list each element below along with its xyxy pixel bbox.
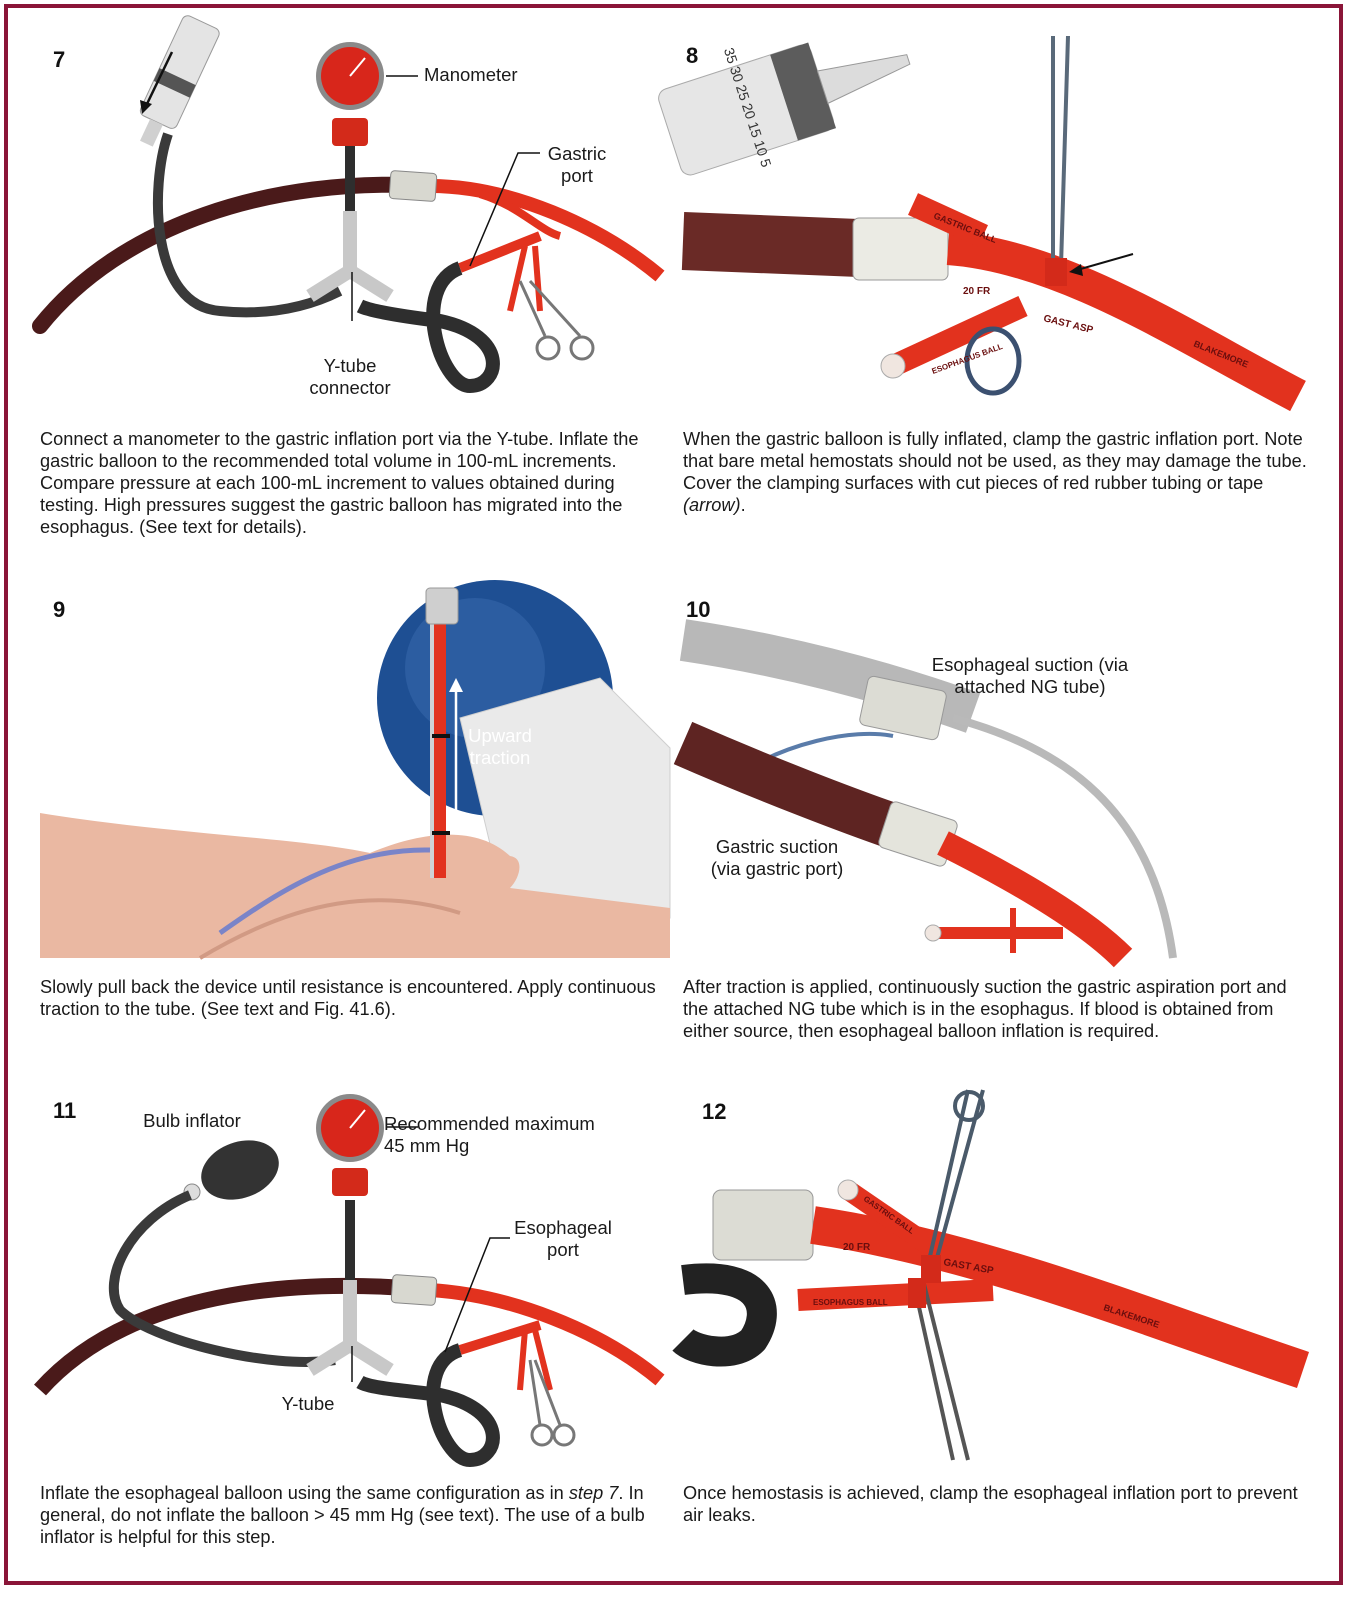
illustration-9 (40, 588, 670, 958)
label-esophageal-port: Esophageal port (508, 1217, 618, 1261)
marking-20fr: 20 FR (963, 286, 991, 297)
marking-20fr: 20 FR (843, 1242, 871, 1253)
label-recommended-maximum: Recommended maximum 45 mm Hg (384, 1113, 614, 1157)
label-manometer: Manometer (424, 64, 518, 86)
caption: Inflate the esophageal balloon using the… (40, 1482, 675, 1548)
label-upward-traction: Upward traction (460, 725, 540, 769)
marking-esophagus-ball: ESOPHAGUS BALL (813, 1298, 888, 1307)
caption: When the gastric balloon is fully inflat… (683, 428, 1313, 516)
label-bulb-inflator: Bulb inflator (142, 1110, 242, 1132)
label-gastric-suction: Gastric suction (via gastric port) (702, 836, 852, 880)
caption: After traction is applied, continuously … (683, 976, 1313, 1042)
label-esophageal-suction: Esophageal suction (via attached NG tube… (905, 654, 1155, 698)
illustration-12: 20 FR GAST ASP GASTRIC BALL ESOPHAGUS BA… (683, 1090, 1313, 1465)
caption: Connect a manometer to the gastric infla… (40, 428, 670, 538)
illustration-7 (40, 36, 670, 408)
illustration-10 (683, 588, 1313, 958)
caption: Slowly pull back the device until resist… (40, 976, 670, 1020)
illustration-8: 35 30 25 20 15 10 5 20 FR GAST ASP GASTR… (683, 36, 1313, 414)
label-y-tube-connector: Y-tube connector (300, 355, 400, 399)
label-y-tube: Y-tube (268, 1393, 348, 1415)
label-gastric-port: Gastric port (542, 143, 612, 187)
marking-gast-asp: GAST ASP (1042, 313, 1094, 336)
caption: Once hemostasis is achieved, clamp the e… (683, 1482, 1313, 1526)
